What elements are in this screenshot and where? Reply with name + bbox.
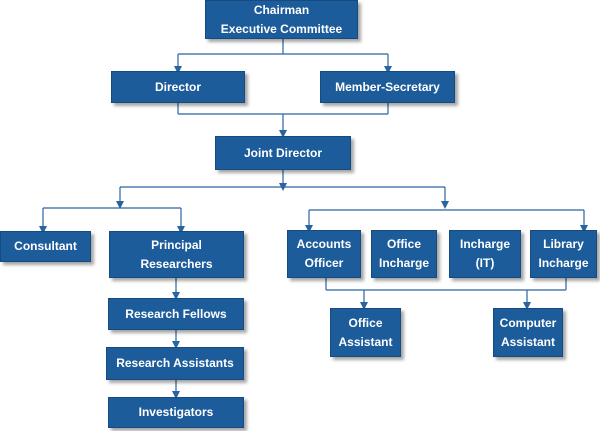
node-office-assistant: Office Assistant xyxy=(330,308,401,357)
node-label: Computer Assistant xyxy=(499,315,557,349)
node-label: Joint Director xyxy=(243,145,322,160)
node-principal-researchers: Principal Researchers xyxy=(109,231,244,278)
node-label: Chairman Executive Committee xyxy=(220,2,343,36)
node-label: Accounts Officer xyxy=(296,237,352,270)
node-research-fellows: Research Fellows xyxy=(108,298,244,330)
node-incharge-it: Incharge (IT) xyxy=(449,230,521,278)
node-computer-assistant: Computer Assistant xyxy=(493,308,563,357)
node-research-assistants: Research Assistants xyxy=(106,347,244,380)
node-investigators: Investigators xyxy=(108,397,244,428)
node-director: Director xyxy=(111,71,245,103)
node-label: Consultant xyxy=(14,239,77,253)
node-label: Incharge (IT) xyxy=(459,237,510,270)
node-label: Library Incharge xyxy=(538,237,589,270)
node-office-incharge: Office Incharge xyxy=(371,230,437,278)
node-label: Principal Researchers xyxy=(140,237,213,271)
node-joint-director: Joint Director xyxy=(215,136,351,170)
node-label: Research Assistants xyxy=(116,356,234,370)
node-library-incharge: Library Incharge xyxy=(530,230,597,278)
node-member-secretary: Member-Secretary xyxy=(320,71,455,103)
node-label: Office Incharge xyxy=(378,237,429,270)
node-chairman: Chairman Executive Committee xyxy=(205,0,358,39)
node-label: Member-Secretary xyxy=(335,79,440,94)
node-label: Director xyxy=(154,79,201,94)
node-consultant: Consultant xyxy=(0,231,91,262)
node-label: Office Assistant xyxy=(338,315,393,349)
node-label: Research Fellows xyxy=(125,306,227,321)
node-accounts-officer: Accounts Officer xyxy=(287,230,361,278)
node-label: Investigators xyxy=(138,405,214,419)
